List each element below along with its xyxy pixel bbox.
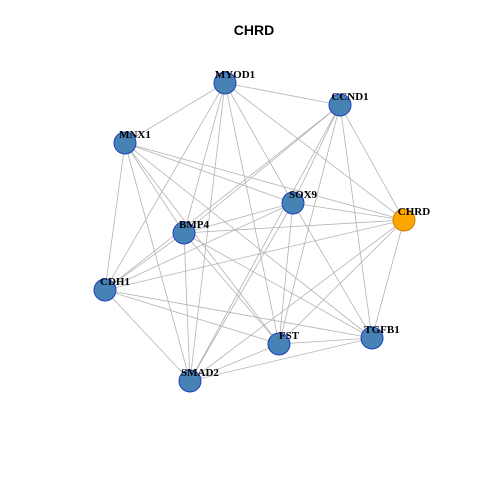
edges-layer	[104, 82, 405, 382]
node-cdh1[interactable]: CDH1	[93, 276, 130, 302]
edge-fst-smad2	[189, 343, 280, 382]
edge-ccnd1-bmp4	[183, 104, 341, 234]
edge-mnx1-smad2	[124, 142, 191, 382]
node-tgfb1[interactable]: TGFB1	[360, 324, 400, 350]
edge-mnx1-tgfb1	[124, 142, 373, 339]
node-chrd[interactable]: CHRD	[392, 206, 430, 232]
edge-bmp4-cdh1	[104, 232, 185, 291]
edge-sox9-chrd	[292, 202, 405, 221]
edge-bmp4-fst	[183, 232, 280, 345]
node-label: MYOD1	[215, 69, 255, 81]
edge-chrd-bmp4	[183, 219, 405, 234]
edge-ccnd1-sox9	[292, 104, 341, 204]
edge-sox9-smad2	[189, 202, 294, 382]
node-smad2[interactable]: SMAD2	[178, 367, 219, 393]
edge-cdh1-smad2	[104, 289, 191, 382]
edge-bmp4-tgfb1	[183, 232, 373, 339]
edge-tgfb1-smad2	[189, 337, 373, 382]
edge-myod1-bmp4	[183, 82, 226, 234]
node-label: FST	[279, 330, 300, 342]
node-label: CDH1	[100, 276, 130, 288]
edge-ccnd1-tgfb1	[339, 104, 373, 339]
node-label: TGFB1	[364, 324, 399, 336]
node-label: CCND1	[331, 91, 368, 103]
node-fst[interactable]: FST	[267, 330, 300, 356]
edge-mnx1-sox9	[124, 142, 294, 204]
node-bmp4[interactable]: BMP4	[172, 219, 209, 245]
node-circle[interactable]	[281, 191, 305, 215]
node-label: BMP4	[179, 219, 209, 231]
node-circle[interactable]	[213, 71, 237, 95]
node-circle[interactable]	[172, 221, 196, 245]
node-ccnd1[interactable]: CCND1	[328, 91, 369, 117]
node-circle[interactable]	[360, 326, 384, 350]
edge-bmp4-smad2	[183, 232, 191, 382]
edge-mnx1-bmp4	[124, 142, 185, 234]
node-mnx1[interactable]: MNX1	[113, 129, 151, 155]
edge-ccnd1-cdh1	[104, 104, 341, 291]
edge-mnx1-cdh1	[104, 142, 126, 291]
edge-sox9-bmp4	[183, 202, 294, 234]
graph-title: CHRD	[234, 22, 274, 38]
edge-sox9-tgfb1	[292, 202, 373, 339]
edge-chrd-smad2	[189, 219, 405, 382]
node-label: SOX9	[289, 189, 318, 201]
edge-myod1-fst	[224, 82, 280, 345]
edge-ccnd1-smad2	[189, 104, 341, 382]
edge-sox9-cdh1	[104, 202, 294, 291]
node-sox9[interactable]: SOX9	[281, 189, 318, 215]
node-circle[interactable]	[178, 369, 202, 393]
edge-ccnd1-fst	[278, 104, 341, 345]
edge-chrd-tgfb1	[371, 219, 405, 339]
node-circle[interactable]	[267, 332, 291, 356]
edge-tgfb1-fst	[278, 337, 373, 345]
node-label: CHRD	[398, 206, 430, 218]
edge-myod1-ccnd1	[224, 82, 341, 106]
node-label: MNX1	[119, 129, 151, 141]
edge-myod1-sox9	[224, 82, 294, 204]
edge-myod1-mnx1	[124, 82, 226, 144]
edge-cdh1-fst	[104, 289, 280, 345]
node-label: SMAD2	[181, 367, 219, 379]
node-circle[interactable]	[328, 93, 352, 117]
edge-chrd-fst	[278, 219, 405, 345]
node-myod1[interactable]: MYOD1	[213, 69, 255, 95]
edge-ccnd1-chrd	[339, 104, 405, 221]
edge-chrd-cdh1	[104, 219, 405, 291]
edge-cdh1-tgfb1	[104, 289, 373, 339]
node-circle[interactable]	[93, 278, 117, 302]
edge-mnx1-chrd	[124, 142, 405, 221]
edge-myod1-cdh1	[104, 82, 226, 291]
node-circle[interactable]	[392, 208, 416, 232]
node-circle[interactable]	[113, 131, 137, 155]
